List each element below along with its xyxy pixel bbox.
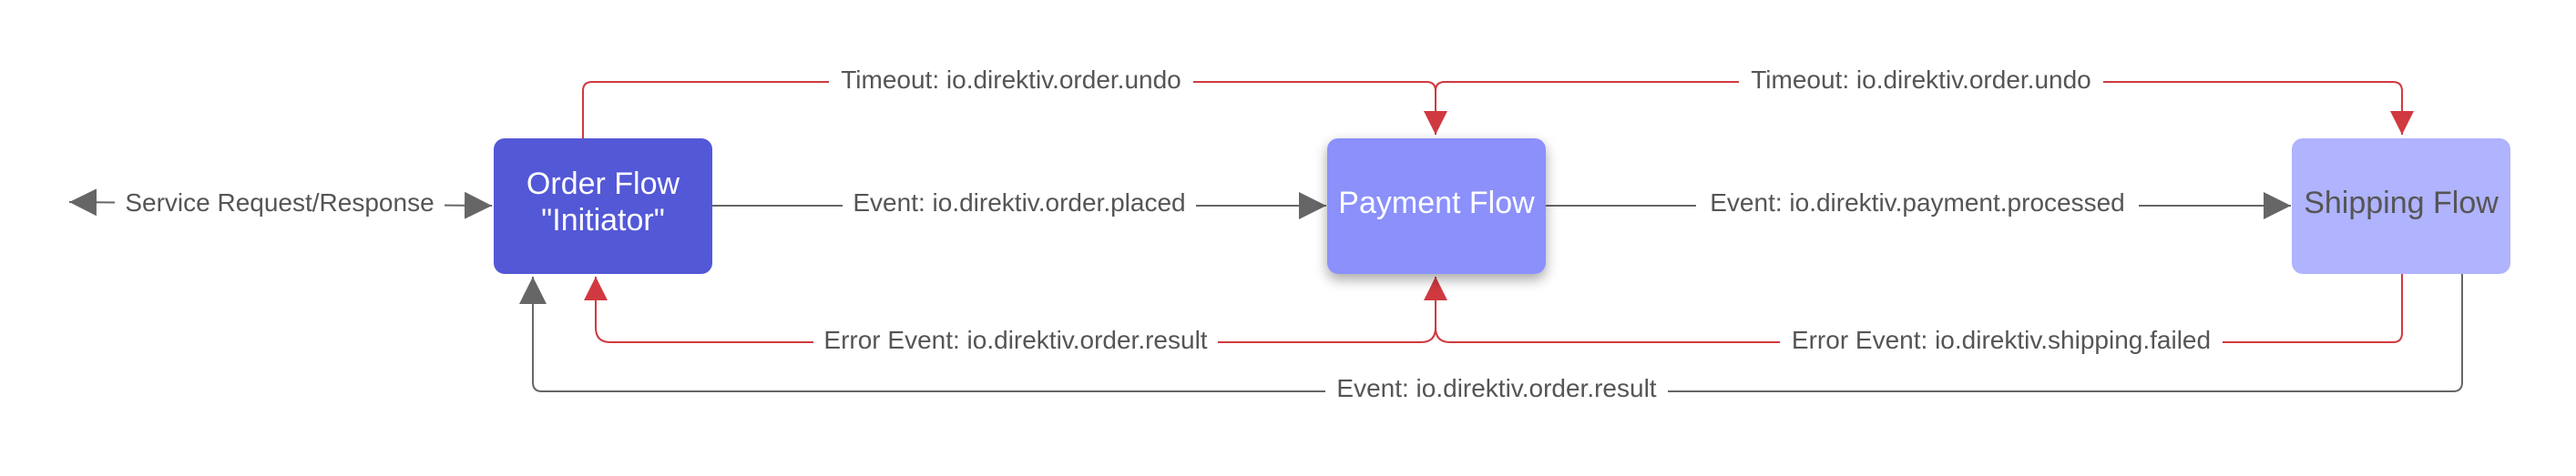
edge-label-error-order-result: Error Event: io.direktiv.order.result [823, 326, 1207, 354]
edge-timeout-order: Timeout: io.direktiv.order.undo [582, 65, 1447, 138]
node-shipping-flow-title: Shipping Flow [2304, 186, 2499, 220]
node-order-flow-title: Order Flow [526, 167, 680, 201]
edge-payment-processed: Event: io.direktiv.payment.processed [1546, 187, 2291, 222]
edge-label-service: Service Request/Response [125, 188, 434, 217]
edge-label-order-result: Event: io.direktiv.order.result [1336, 374, 1656, 402]
edge-label-timeout-payment: Timeout: io.direktiv.order.undo [1751, 66, 2091, 94]
edge-error-shipping-failed: Error Event: io.direktiv.shipping.failed [1424, 274, 2403, 359]
node-order-flow-subtitle: "Initiator" [541, 203, 665, 238]
edge-order-placed: Event: io.direktiv.order.placed [711, 187, 1326, 222]
node-payment-flow-title: Payment Flow [1338, 186, 1535, 220]
edge-label-error-shipping-failed: Error Event: io.direktiv.shipping.failed [1792, 326, 2211, 354]
node-shipping-flow[interactable]: Shipping Flow [2292, 138, 2510, 274]
edge-order-result: Event: io.direktiv.order.result [519, 274, 2463, 408]
edge-label-payment-processed: Event: io.direktiv.payment.processed [1710, 188, 2124, 217]
edge-label-timeout-order: Timeout: io.direktiv.order.undo [841, 66, 1181, 94]
edge-label-order-placed: Event: io.direktiv.order.placed [853, 188, 1185, 217]
node-payment-flow[interactable]: Payment Flow [1327, 138, 1546, 274]
edge-error-order-result: Error Event: io.direktiv.order.result [584, 277, 1436, 359]
edge-timeout-payment: Timeout: io.direktiv.order.undo [1435, 65, 2414, 135]
node-order-flow[interactable]: Order Flow "Initiator" [494, 138, 712, 274]
edge-service-request-response: Service Request/Response [68, 186, 493, 220]
